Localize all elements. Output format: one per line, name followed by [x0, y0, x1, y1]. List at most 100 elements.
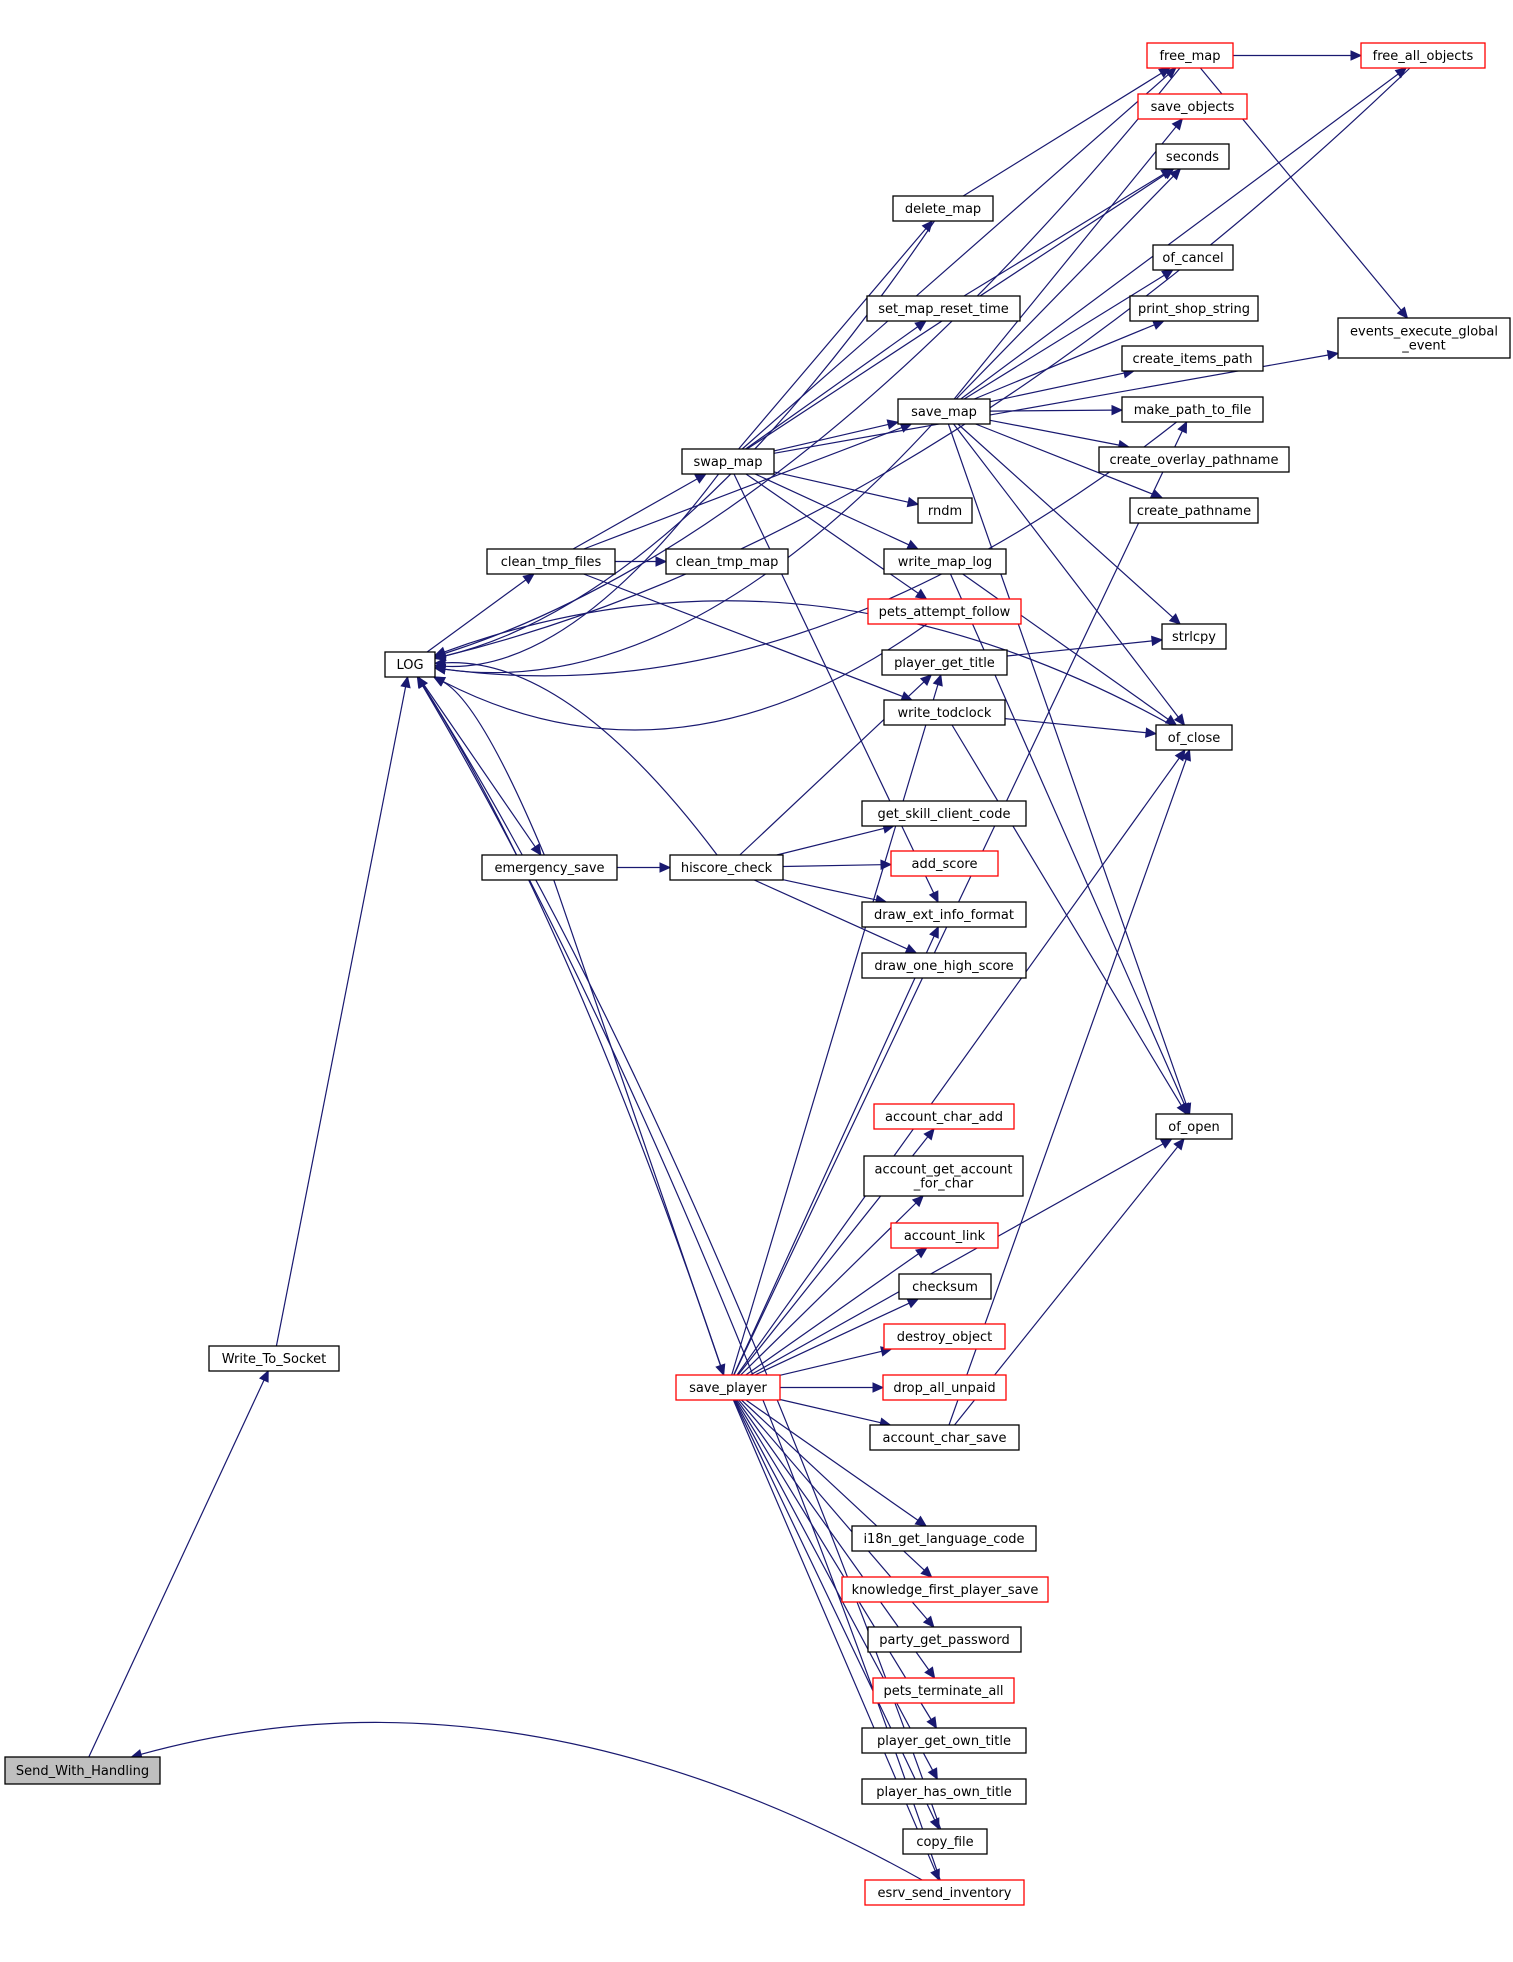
node-set-map-reset-time[interactable]: set_map_reset_time: [866, 295, 1021, 322]
arrowhead: [416, 675, 428, 689]
node-add-score[interactable]: add_score: [890, 850, 999, 877]
node-esrv-send-inventory[interactable]: esrv_send_inventory: [864, 1879, 1025, 1906]
node-box: [867, 598, 1022, 625]
edge-layer: [88, 50, 1411, 1882]
edge-save-player-to-destroy-object: [779, 1346, 893, 1376]
node-player-get-title[interactable]: player_get_title: [881, 649, 1008, 676]
node-free-all-objects[interactable]: free_all_objects: [1360, 42, 1486, 69]
node-copy-file[interactable]: copy_file: [902, 1828, 988, 1855]
node-pets-attempt-follow[interactable]: pets_attempt_follow: [867, 598, 1022, 625]
node-swap-map[interactable]: swap_map: [681, 448, 775, 475]
edge-clean-tmp-files-to-write-todclock: [583, 573, 914, 702]
node-print-shop-string[interactable]: print_shop_string: [1129, 295, 1259, 322]
node-box: [882, 1374, 1007, 1401]
node-create-overlay-pathname[interactable]: create_overlay_pathname: [1098, 446, 1290, 473]
node-write-todclock[interactable]: write_todclock: [883, 699, 1006, 726]
edge-line: [947, 423, 1187, 1105]
node-write-to-socket[interactable]: Write_To_Socket: [208, 1345, 340, 1372]
node-get-skill-client-code[interactable]: get_skill_client_code: [861, 800, 1027, 827]
node-pets-terminate-all[interactable]: pets_terminate_all: [872, 1677, 1015, 1704]
edge-delete-map-to-free-map: [962, 67, 1171, 197]
node-emergency-save[interactable]: emergency_save: [481, 854, 618, 881]
edge-line: [782, 864, 882, 868]
arrowhead: [1396, 306, 1409, 319]
edge-line: [583, 573, 903, 697]
node-strlcpy[interactable]: strlcpy: [1161, 623, 1227, 650]
node-account-char-add[interactable]: account_char_add: [873, 1103, 1015, 1130]
node-label: knowledge_first_player_save: [852, 1583, 1039, 1598]
node-delete-map[interactable]: delete_map: [892, 195, 994, 222]
node-create-pathname[interactable]: create_pathname: [1129, 497, 1259, 524]
node-draw-ext-info-format[interactable]: draw_ext_info_format: [861, 901, 1027, 928]
edge-save-map-to-of-open: [947, 423, 1192, 1116]
node-account-get-account-for-char[interactable]: account_get_account_for_char: [863, 1155, 1024, 1197]
edge-free-map-to-free-all-objects: [1233, 50, 1363, 61]
node-knowledge-first-player-save[interactable]: knowledge_first_player_save: [841, 1576, 1049, 1603]
node-save-player[interactable]: save_player: [675, 1374, 781, 1401]
node-events-execute-global-event[interactable]: events_execute_global_event: [1337, 317, 1511, 359]
arrowhead: [1151, 320, 1165, 330]
node-send-with-handling[interactable]: Send_With_Handling: [4, 1756, 161, 1785]
edge-line: [736, 757, 1180, 1376]
arrowhead: [927, 1767, 938, 1781]
node-label: make_path_to_file: [1134, 403, 1252, 418]
edge-line: [275, 686, 407, 1347]
node-player-get-own-title[interactable]: player_get_own_title: [861, 1727, 1027, 1754]
edge-line: [442, 681, 545, 856]
arrowhead: [906, 496, 920, 508]
edge-free-all-objects-to-log: [433, 67, 1411, 661]
node-of-close[interactable]: of_close: [1155, 724, 1233, 751]
arrowhead: [1159, 1138, 1173, 1149]
node-label: account_char_save: [883, 1431, 1007, 1446]
node-player-has-own-title[interactable]: player_has_own_title: [861, 1778, 1027, 1805]
node-label: delete_map: [905, 202, 981, 217]
node-box: [890, 1222, 999, 1249]
node-party-get-password[interactable]: party_get_password: [867, 1626, 1022, 1653]
node-create-items-path[interactable]: create_items_path: [1121, 345, 1264, 372]
node-box: [1155, 724, 1233, 751]
node-account-link[interactable]: account_link: [890, 1222, 999, 1249]
node-box: [892, 195, 994, 222]
node-label: checksum: [912, 1280, 978, 1295]
edge-player-get-title-to-strlcpy: [1006, 635, 1164, 657]
node-account-char-save[interactable]: account_char_save: [869, 1424, 1020, 1451]
node-hiscore-check[interactable]: hiscore_check: [669, 854, 784, 881]
node-save-map[interactable]: save_map: [897, 398, 991, 425]
edge-line: [753, 879, 908, 950]
node-free-map[interactable]: free_map: [1146, 42, 1234, 69]
edge-emergency-save-to-save-player: [553, 879, 726, 1377]
node-destroy-object[interactable]: destroy_object: [883, 1323, 1006, 1350]
node-seconds[interactable]: seconds: [1155, 143, 1230, 170]
node-of-cancel[interactable]: of_cancel: [1152, 244, 1234, 271]
node-make-path-to-file[interactable]: make_path_to_file: [1121, 396, 1264, 423]
arrowhead: [1173, 713, 1186, 726]
node-label: party_get_password: [879, 1633, 1009, 1648]
node-box: [861, 952, 1027, 979]
node-clean-tmp-map[interactable]: clean_tmp_map: [665, 548, 789, 575]
node-draw-one-high-score[interactable]: draw_one_high_score: [861, 952, 1027, 979]
node-box: [898, 1273, 992, 1300]
edge-line: [422, 685, 725, 1376]
node-drop-all-unpaid[interactable]: drop_all_unpaid: [882, 1374, 1007, 1401]
node-label: i18n_get_language_code: [863, 1532, 1024, 1547]
node-i18n-get-language-code[interactable]: i18n_get_language_code: [851, 1525, 1037, 1552]
node-box: [481, 854, 618, 881]
node-clean-tmp-files[interactable]: clean_tmp_files: [486, 548, 616, 575]
node-label: account_char_add: [885, 1110, 1003, 1125]
edge-line: [732, 1399, 936, 1872]
node-box: [861, 1727, 1027, 1754]
edge-line: [444, 67, 1181, 655]
edge-line: [779, 1350, 882, 1376]
node-of-open[interactable]: of_open: [1155, 1113, 1233, 1140]
node-checksum[interactable]: checksum: [898, 1273, 992, 1300]
node-rndm[interactable]: rndm: [917, 497, 973, 524]
node-log[interactable]: LOG: [384, 651, 436, 678]
arrowhead: [914, 320, 927, 332]
edge-clean-tmp-files-to-save-map: [583, 422, 913, 550]
node-save-objects[interactable]: save_objects: [1137, 93, 1248, 120]
arrowhead: [433, 650, 447, 661]
arrowhead: [906, 539, 920, 550]
edge-line: [951, 724, 1182, 1106]
node-write-map-log[interactable]: write_map_log: [883, 548, 1007, 575]
arrowhead: [886, 419, 900, 430]
